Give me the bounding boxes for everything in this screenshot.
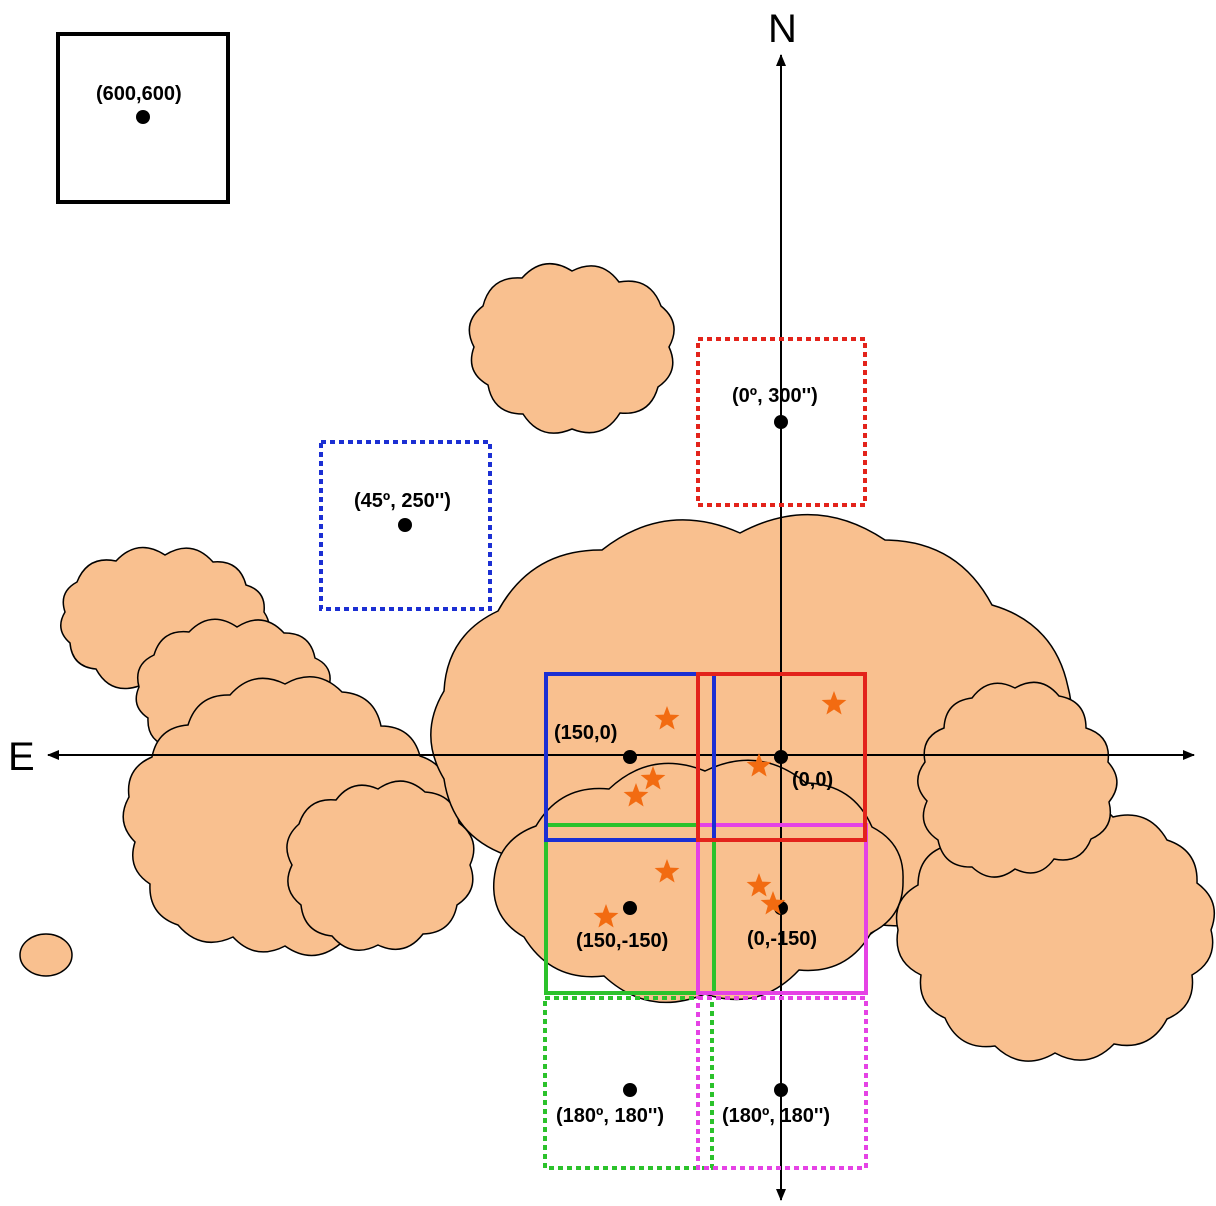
magenta-dashed-field-dot xyxy=(774,1083,788,1097)
green-solid-field-dot xyxy=(623,901,637,915)
green-dashed-field: (180º, 180'') xyxy=(543,996,714,1170)
star-source xyxy=(640,766,666,790)
star-source xyxy=(593,904,619,928)
blue-solid-field-dot xyxy=(623,750,637,764)
cloud-top xyxy=(468,263,675,434)
red-dashed-field-dot xyxy=(774,415,788,429)
north-label: N xyxy=(768,7,797,51)
magenta-dashed-field-label: (180º, 180'') xyxy=(722,1105,830,1127)
red-solid-field-label: (0,0) xyxy=(792,769,833,791)
scale-box: (600,600) xyxy=(56,32,230,204)
star-sources xyxy=(593,691,847,928)
star-source xyxy=(623,783,649,807)
star-source xyxy=(746,753,772,777)
cloud-left-lower xyxy=(286,780,475,951)
cloud-right-upper xyxy=(917,681,1118,878)
star-source xyxy=(654,706,680,730)
magenta-solid-field xyxy=(696,823,868,995)
blue-dashed-field-dot xyxy=(398,518,412,532)
scale-box-label: (600,600) xyxy=(96,83,182,105)
blue-dashed-field-label: (45º, 250'') xyxy=(354,490,451,512)
green-dashed-field-label: (180º, 180'') xyxy=(556,1105,664,1127)
blue-dashed-field: (45º, 250'') xyxy=(319,440,492,611)
scale-box-dot xyxy=(136,110,150,124)
axes: N E xyxy=(8,7,1195,1201)
star-source xyxy=(760,891,786,915)
red-dashed-field-label: (0º, 300'') xyxy=(732,385,818,407)
blue-solid-field-label: (150,0) xyxy=(554,722,617,744)
star-source xyxy=(654,859,680,883)
green-solid-field-label: (150,-150) xyxy=(576,930,668,952)
red-dashed-field: (0º, 300'') xyxy=(696,337,867,507)
cloud-layer xyxy=(19,263,1215,1062)
red-solid-field xyxy=(696,672,867,842)
star-source xyxy=(746,873,772,897)
green-dashed-field-dot xyxy=(623,1083,637,1097)
green-solid-field xyxy=(544,823,716,995)
star-source xyxy=(821,691,847,715)
red-solid-field-dot xyxy=(774,750,788,764)
cloud-small-blob xyxy=(19,933,73,977)
blue-solid-field xyxy=(544,672,716,842)
east-label: E xyxy=(8,735,35,779)
magenta-solid-field-label: (0,-150) xyxy=(747,928,817,950)
magenta-dashed-field: (180º, 180'') xyxy=(696,996,868,1170)
